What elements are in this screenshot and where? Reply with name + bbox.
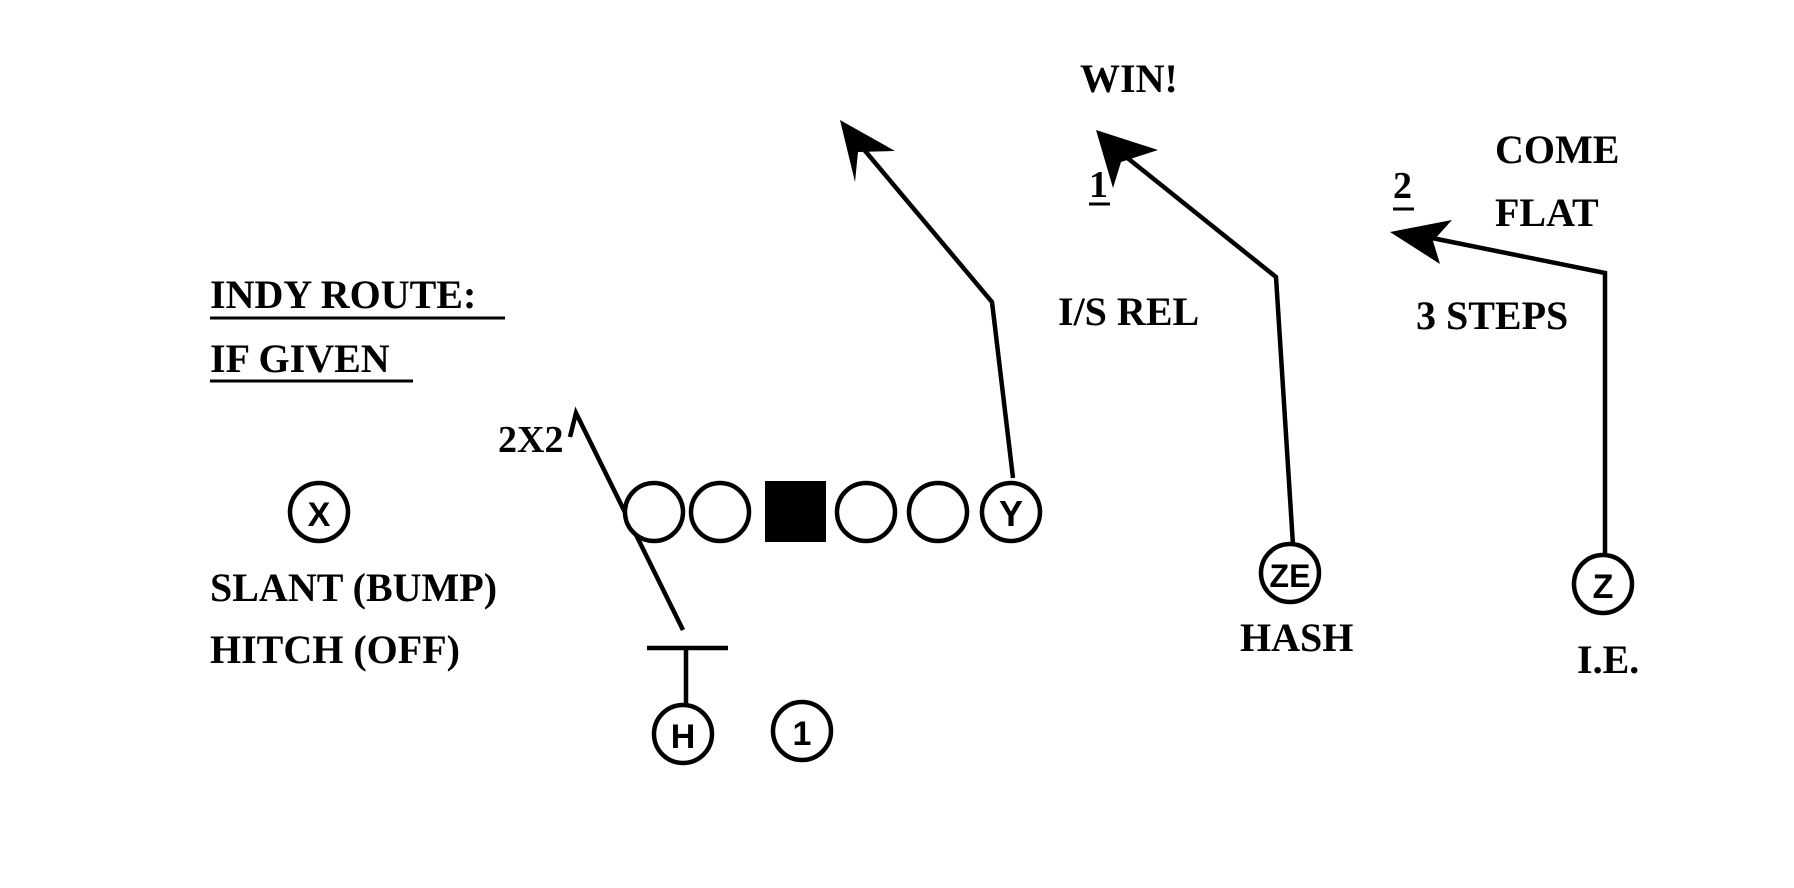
left-tackle-marker — [622, 480, 686, 544]
read-two-label: 2 — [1393, 165, 1412, 207]
player-qb-circle — [770, 699, 834, 763]
come-label: COME — [1495, 127, 1619, 172]
player-z: Z — [1571, 552, 1635, 616]
ze-route-line — [1123, 154, 1296, 546]
player-qb-letter: 1 — [793, 715, 812, 753]
player-z-letter: Z — [1593, 568, 1614, 606]
formation-label: 2X2 — [498, 419, 563, 461]
player-x: X — [287, 480, 351, 544]
y-route-arrowhead — [840, 120, 895, 182]
player-y: Y — [979, 480, 1043, 544]
player-z-circle — [1571, 552, 1635, 616]
z-route-line — [1426, 234, 1608, 555]
x-call-slant: SLANT (BUMP) — [210, 565, 497, 610]
x-call-hitch: HITCH (OFF) — [210, 627, 460, 672]
player-qb: 1 — [770, 699, 834, 763]
right-guard-marker — [834, 480, 898, 544]
is-rel-label: I/S REL — [1058, 289, 1199, 334]
right-tackle-marker — [906, 480, 970, 544]
flat-label: FLAT — [1495, 190, 1599, 235]
y-route-line — [859, 144, 1016, 479]
indy-route-label: INDY ROUTE: — [210, 272, 476, 317]
player-y-circle — [979, 480, 1043, 544]
player-ze: ZE — [1258, 541, 1322, 605]
player-h-letter: H — [671, 718, 696, 756]
player-x-letter: X — [308, 496, 331, 534]
center-marker — [765, 481, 826, 542]
read-one-label: 1 — [1089, 164, 1108, 206]
player-ze-letter: ZE — [1270, 558, 1311, 594]
win-label: WIN! — [1080, 56, 1178, 101]
if-given-label: IF GIVEN — [210, 336, 390, 381]
player-x-circle — [287, 480, 351, 544]
player-ze-circle — [1258, 541, 1322, 605]
player-h-circle — [651, 702, 715, 766]
ze-route-arrowhead — [1096, 130, 1158, 188]
hash-label: HASH — [1240, 615, 1353, 660]
three-steps-label: 3 STEPS — [1416, 293, 1568, 338]
h-route-line — [567, 406, 686, 631]
left-guard-marker — [688, 480, 752, 544]
ie-label: I.E. — [1577, 637, 1639, 682]
z-route-arrowhead — [1390, 220, 1452, 264]
player-h: H — [651, 702, 715, 766]
player-y-letter: Y — [999, 493, 1023, 534]
